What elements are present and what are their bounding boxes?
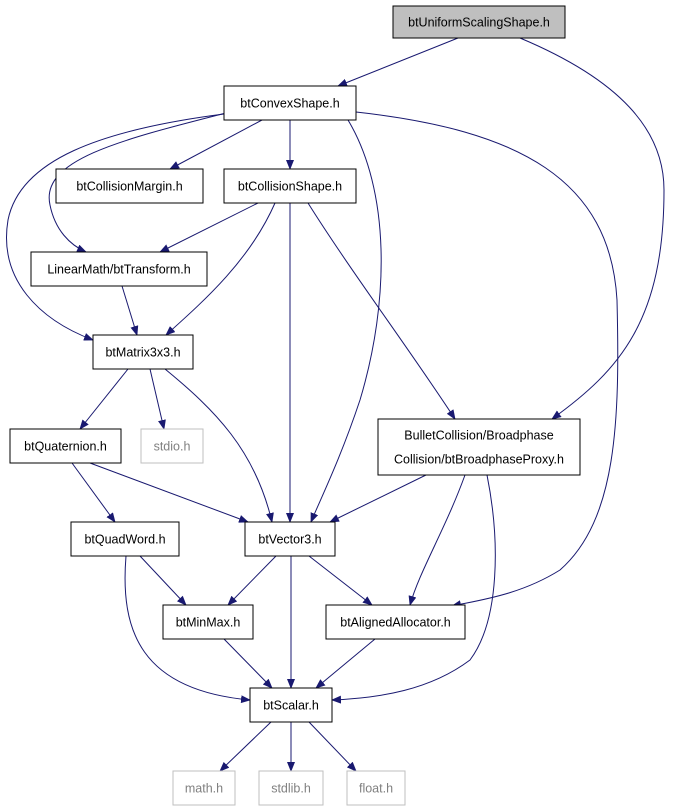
node-btQuadWord[interactable]: btQuadWord.h (70, 521, 180, 557)
node-box (162, 604, 254, 640)
node-float: float.h (346, 770, 406, 806)
node-box (325, 604, 466, 640)
node-box (377, 418, 581, 476)
node-box (92, 334, 194, 370)
node-label: btConvexShape.h (240, 97, 339, 111)
node-box (70, 521, 180, 557)
edge-btAlignedAllocator-to-btScalar (315, 638, 376, 689)
node-box (346, 770, 406, 806)
node-label: btMatrix3x3.h (105, 346, 180, 360)
node-box (172, 770, 236, 806)
edge-btMatrix3x3-to-stdio (149, 368, 166, 430)
node-label: math.h (185, 782, 223, 796)
edge-btQuaternion-to-btQuadWord (71, 462, 116, 523)
node-btMatrix3x3[interactable]: btMatrix3x3.h (92, 334, 194, 370)
node-btCollisionMargin[interactable]: btCollisionMargin.h (55, 168, 204, 204)
edge-btScalar-to-math (219, 721, 272, 772)
edge-btConvexShape-to-btAlignedAllocator (355, 111, 619, 609)
node-box (249, 687, 333, 723)
node-label: LinearMath/btTransform.h (47, 263, 190, 277)
edge-btTransform-to-btMatrix3x3 (121, 285, 139, 336)
node-box (55, 168, 204, 204)
node-box (140, 428, 204, 464)
edge-btQuadWord-to-btScalar (124, 555, 251, 704)
node-label: btAlignedAllocator.h (340, 616, 451, 630)
edge-btBroadphaseProxy-to-btVector3 (329, 474, 427, 523)
node-box (392, 5, 566, 39)
node-btScalar[interactable]: btScalar.h (249, 687, 333, 723)
node-label: btCollisionShape.h (238, 180, 342, 194)
node-stdio: stdio.h (140, 428, 204, 464)
edge-btCollisionShape-to-btMatrix3x3 (165, 202, 276, 336)
node-box (223, 168, 357, 204)
node-math: math.h (172, 770, 236, 806)
node-label: btQuaternion.h (24, 440, 107, 454)
edge-btCollisionShape-to-btBroadphaseProxy (307, 202, 456, 420)
node-label: Collision/btBroadphaseProxy.h (394, 453, 564, 467)
node-btQuaternion[interactable]: btQuaternion.h (9, 428, 122, 464)
node-box (244, 521, 336, 557)
node-label: btCollisionMargin.h (76, 180, 182, 194)
node-box (30, 251, 208, 287)
edge-btMatrix3x3-to-btQuaternion (79, 368, 129, 430)
node-btBroadphaseProxy[interactable]: BulletCollision/BroadphaseCollision/btBr… (377, 418, 581, 476)
node-box (9, 428, 122, 464)
edge-btUniformScalingShape-to-btConvexShape (337, 37, 459, 87)
edge-btBroadphaseProxy-to-btScalar (331, 474, 496, 704)
node-label: stdlib.h (271, 782, 311, 796)
node-btCollisionShape[interactable]: btCollisionShape.h (223, 168, 357, 204)
node-label: btMinMax.h (176, 616, 241, 630)
edge-btConvexShape-to-btMatrix3x3 (6, 113, 225, 341)
edge-btVector3-to-btAlignedAllocator (308, 555, 373, 606)
edge-btBroadphaseProxy-to-btAlignedAllocator (408, 474, 466, 606)
node-btVector3[interactable]: btVector3.h (244, 521, 336, 557)
node-label: btVector3.h (258, 533, 321, 547)
edge-btCollisionShape-to-btTransform (159, 202, 259, 253)
edges (6, 37, 665, 772)
node-btUniformScalingShape[interactable]: btUniformScalingShape.h (392, 5, 566, 39)
node-btTransform[interactable]: LinearMath/btTransform.h (30, 251, 208, 287)
edge-btUniformScalingShape-to-btBroadphaseProxy (519, 37, 665, 420)
edge-btScalar-to-float (308, 721, 357, 772)
edge-btQuaternion-to-btVector3 (89, 462, 249, 523)
node-btConvexShape[interactable]: btConvexShape.h (223, 85, 357, 121)
edge-btMinMax-to-btScalar (223, 638, 273, 689)
node-box (258, 770, 324, 806)
edge-btConvexShape-to-btTransform (48, 112, 227, 253)
node-btAlignedAllocator[interactable]: btAlignedAllocator.h (325, 604, 466, 640)
node-stdlib: stdlib.h (258, 770, 324, 806)
edge-btConvexShape-to-btVector3 (310, 119, 382, 523)
node-box (223, 85, 357, 121)
edge-btConvexShape-to-btCollisionMargin (169, 119, 263, 170)
node-btMinMax[interactable]: btMinMax.h (162, 604, 254, 640)
node-label: float.h (359, 782, 393, 796)
nodes: btUniformScalingShape.h btConvexShape.h bt… (9, 5, 581, 806)
node-label: BulletCollision/Broadphase (404, 429, 553, 443)
node-label: stdio.h (154, 440, 191, 454)
edge-btMatrix3x3-to-btVector3 (164, 368, 274, 523)
edge-btVector3-to-btMinMax (227, 555, 277, 606)
node-label: btUniformScalingShape.h (408, 16, 550, 30)
node-label: btScalar.h (263, 699, 319, 713)
node-label: btQuadWord.h (84, 533, 165, 547)
edge-btQuadWord-to-btMinMax (139, 555, 187, 606)
